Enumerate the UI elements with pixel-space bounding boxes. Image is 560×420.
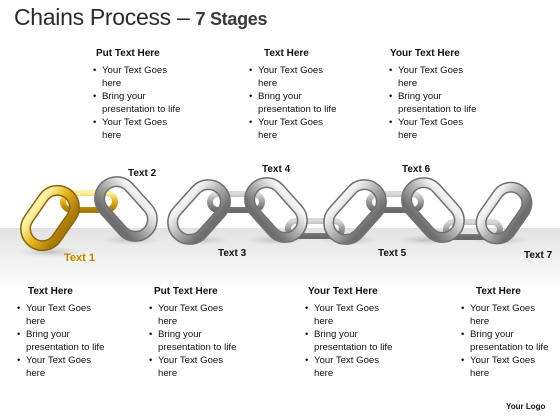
bullet-list: Your Text Goes here Bring your presentat… xyxy=(146,302,238,380)
bullet-item: Your Text Goes here xyxy=(93,116,182,142)
bullet-item: Your Text Goes here xyxy=(93,64,182,90)
bullet-item: Your Text Goes here xyxy=(17,354,106,380)
bullet-list: Your Text Goes here Bring your presentat… xyxy=(246,64,338,142)
bullet-list: Your Text Goes here Bring your presentat… xyxy=(14,302,106,380)
block-heading: Text Here xyxy=(264,48,309,59)
stage-label-3: Text 3 xyxy=(218,248,247,259)
chain-link-flat xyxy=(366,191,424,213)
stage-label-5: Text 5 xyxy=(378,248,407,259)
bullet-item: Bring your presentation to life xyxy=(389,90,478,116)
top-text-block: Put Text Here Your Text Goes here Bring … xyxy=(90,47,182,142)
bullet-item: Bring your presentation to life xyxy=(93,90,182,116)
stage-label-6: Text 6 xyxy=(402,164,431,175)
top-text-block: Text Here Your Text Goes here Bring your… xyxy=(246,47,338,142)
bullet-item: Bring your presentation to life xyxy=(305,328,394,354)
block-heading: Text Here xyxy=(476,286,521,297)
chain-link-gold xyxy=(20,184,80,252)
block-heading: Put Text Here xyxy=(96,48,160,59)
title-main: Chains Process – xyxy=(14,4,196,30)
block-heading: Put Text Here xyxy=(154,286,218,297)
bullet-list: Your Text Goes here Bring your presentat… xyxy=(90,64,182,142)
stage-label-1: Text 1 xyxy=(64,252,95,264)
bullet-list: Your Text Goes here Bring your presentat… xyxy=(458,302,550,380)
bullet-item: Your Text Goes here xyxy=(249,116,338,142)
bullet-item: Your Text Goes here xyxy=(305,302,394,328)
block-heading: Your Text Here xyxy=(390,48,460,59)
bottom-text-block: Your Text Here Your Text Goes here Bring… xyxy=(302,285,394,380)
logo-text: Your Logo xyxy=(506,402,546,411)
stage-label-4: Text 4 xyxy=(262,164,291,175)
chain-link xyxy=(475,181,533,245)
block-heading: Your Text Here xyxy=(308,286,378,297)
bullet-item: Your Text Goes here xyxy=(461,302,550,328)
bullet-list: Your Text Goes here Bring your presentat… xyxy=(386,64,478,142)
bullet-item: Your Text Goes here xyxy=(149,302,238,328)
block-heading: Text Here xyxy=(28,286,73,297)
chain-link-gold-flat xyxy=(60,190,118,213)
bullet-item: Your Text Goes here xyxy=(305,354,394,380)
bottom-text-block: Put Text Here Your Text Goes here Bring … xyxy=(146,285,238,380)
chain-link-flat xyxy=(285,218,345,239)
top-text-block: Your Text Here Your Text Goes here Bring… xyxy=(386,47,478,142)
chain-link xyxy=(167,179,231,245)
bullet-item: Your Text Goes here xyxy=(461,354,550,380)
chain-link xyxy=(94,176,158,242)
chain-link xyxy=(323,179,387,245)
bullet-item: Bring your presentation to life xyxy=(149,328,238,354)
stage-label-2: Text 2 xyxy=(128,168,157,179)
bullet-item: Your Text Goes here xyxy=(149,354,238,380)
title-sub: 7 Stages xyxy=(195,9,268,29)
chain-link-flat xyxy=(443,219,503,240)
chain-link-flat xyxy=(207,191,265,213)
stage-label-7: Text 7 xyxy=(524,250,553,261)
chain-link xyxy=(401,177,465,243)
bullet-item: Bring your presentation to life xyxy=(461,328,550,354)
bottom-text-block: Text Here Your Text Goes here Bring your… xyxy=(458,285,550,380)
bullet-item: Your Text Goes here xyxy=(389,116,478,142)
bullet-item: Your Text Goes here xyxy=(249,64,338,90)
bullet-list: Your Text Goes here Bring your presentat… xyxy=(302,302,394,380)
bottom-text-block: Text Here Your Text Goes here Bring your… xyxy=(14,285,106,380)
chain-link xyxy=(244,177,308,243)
bullet-item: Your Text Goes here xyxy=(389,64,478,90)
page-title: Chains Process – 7 Stages xyxy=(14,4,267,31)
bullet-item: Bring your presentation to life xyxy=(17,328,106,354)
bullet-item: Your Text Goes here xyxy=(17,302,106,328)
bullet-item: Bring your presentation to life xyxy=(249,90,338,116)
